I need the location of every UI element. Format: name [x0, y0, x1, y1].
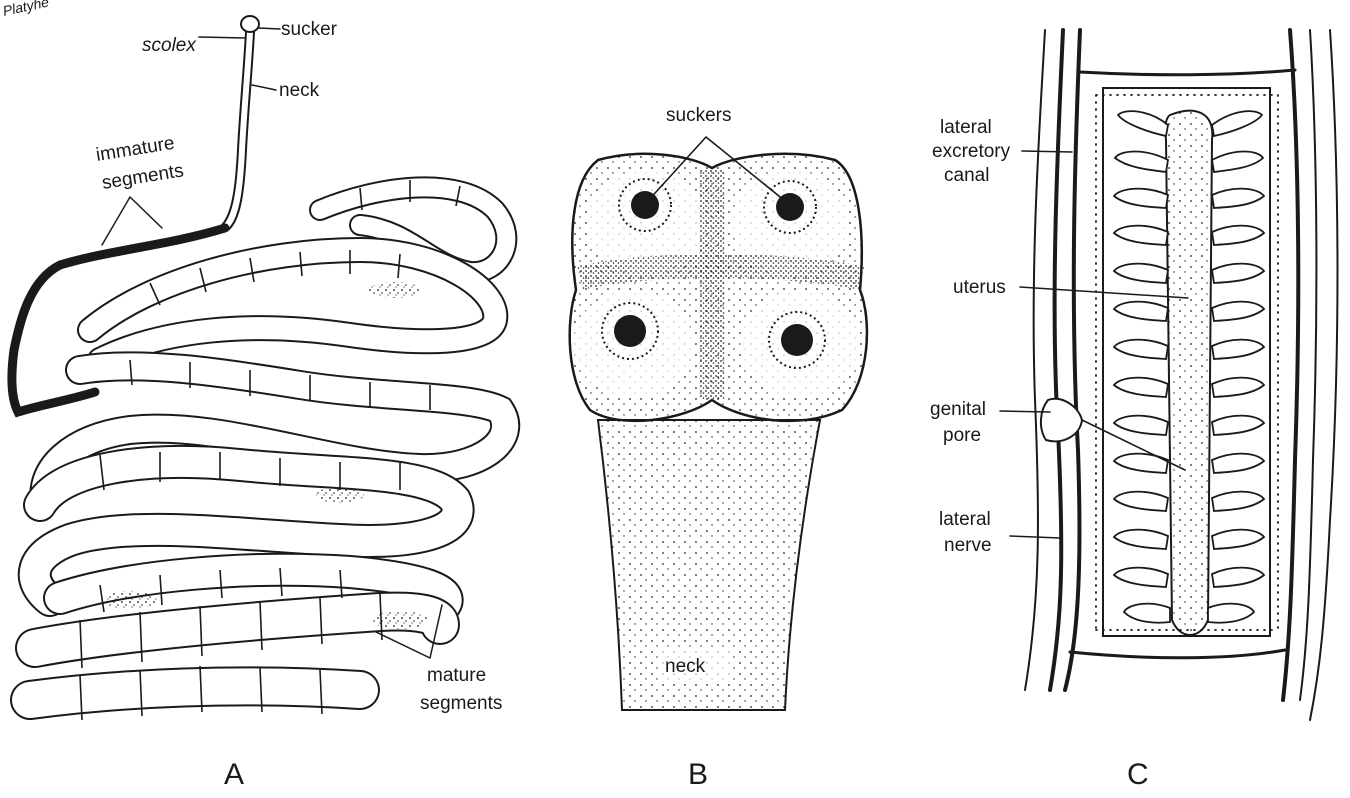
corner-heading: Platyhe — [1, 0, 50, 19]
pointer-excretory — [1022, 151, 1072, 152]
pointer-genital — [1000, 411, 1050, 412]
pointer-sucker — [258, 28, 280, 29]
pointer-immature — [102, 197, 162, 245]
lateral-excretory-canal-line — [1065, 30, 1080, 690]
panel-letter-c: C — [1127, 758, 1149, 791]
scolex-head — [241, 16, 259, 32]
label-immature-2: segments — [100, 160, 185, 194]
label-excretory-3: canal — [944, 165, 989, 186]
label-mature-1: mature — [427, 665, 486, 686]
segment-bottom-border — [1070, 650, 1285, 658]
segment-top-border — [1080, 70, 1295, 75]
uterus-stem — [1165, 111, 1212, 635]
label-suckers: suckers — [666, 105, 731, 126]
panel-letter-a: A — [224, 758, 244, 791]
panel-letter-b: B — [688, 758, 708, 791]
right-canal-line — [1283, 30, 1298, 700]
label-uterus: uterus — [953, 277, 1006, 298]
label-mature-2: segments — [420, 693, 502, 714]
lateral-nerve-line — [1050, 30, 1063, 690]
panel-a-whole-tapeworm: scolex sucker neck immature segments mat… — [12, 16, 506, 791]
middle-groove — [580, 266, 862, 278]
label-genital-2: pore — [943, 425, 981, 446]
right-outer-edge — [1300, 30, 1316, 700]
label-nerve-2: nerve — [944, 535, 992, 556]
outer-left-edge — [1025, 30, 1045, 690]
pointer-scolex — [199, 37, 245, 38]
label-scolex: scolex — [142, 35, 197, 56]
pointer-neck-a — [252, 85, 276, 90]
panel-c-proglottid: lateral excretory canal uterus genital p… — [930, 30, 1338, 791]
panel-b-scolex-detail: suckers neck B — [570, 105, 867, 791]
label-genital-1: genital — [930, 399, 986, 420]
label-neck-a: neck — [279, 80, 320, 101]
label-sucker: sucker — [281, 19, 338, 40]
label-excretory-2: excretory — [932, 141, 1011, 162]
pointer-nerve — [1010, 536, 1060, 538]
label-neck-b: neck — [665, 656, 706, 677]
label-nerve-1: lateral — [939, 509, 991, 530]
label-excretory-1: lateral — [940, 117, 992, 138]
label-immature-1: immature — [94, 133, 175, 166]
